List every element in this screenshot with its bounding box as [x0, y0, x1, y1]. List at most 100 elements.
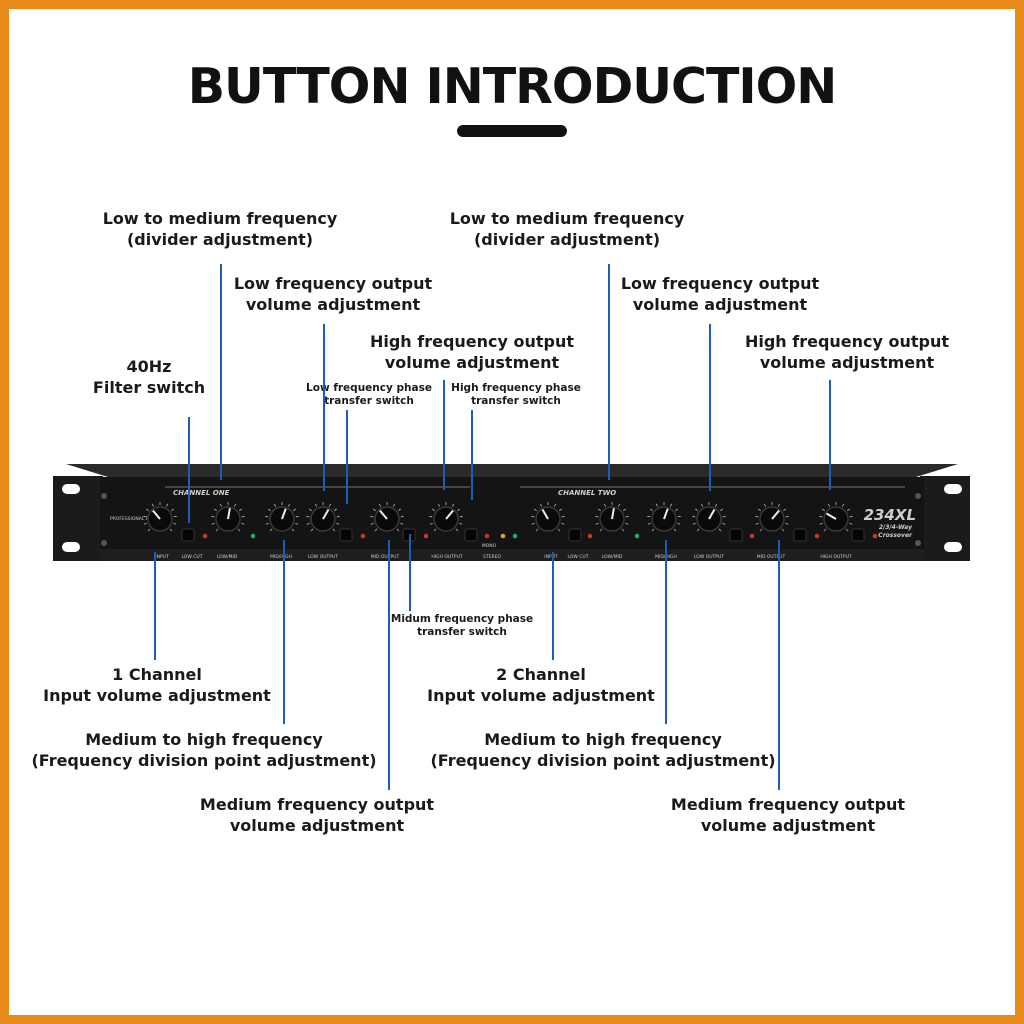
pointer-ch2-mid-output	[778, 540, 780, 790]
knob-tick	[819, 522, 823, 525]
knob-tick	[718, 528, 722, 532]
knob-tick	[535, 528, 539, 532]
knob-pointer	[281, 508, 287, 520]
knob-tick	[173, 522, 177, 525]
push-button[interactable]	[568, 528, 582, 542]
screw	[915, 493, 921, 499]
mono-label: MONO	[482, 543, 497, 549]
model-label: 234XL	[864, 506, 916, 524]
knob-tick	[655, 503, 659, 507]
rotary-knob[interactable]	[370, 502, 404, 532]
panel-control-label: MID OUTPUT	[757, 554, 786, 560]
panel-control-label: HIGH OUTPUT	[431, 554, 463, 560]
rotary-knob[interactable]	[692, 502, 726, 532]
knob-tick	[847, 508, 850, 512]
knob-pointer	[322, 508, 330, 520]
knob-tick	[599, 528, 603, 532]
status-led	[872, 533, 878, 539]
status-led	[202, 533, 208, 539]
push-button[interactable]	[851, 528, 865, 542]
callout-line-2: volume adjustment	[632, 295, 808, 314]
callout-line-2: (divider adjustment)	[473, 230, 661, 249]
knob-tick	[561, 522, 565, 525]
knob-tick	[398, 508, 401, 512]
rotary-knob[interactable]	[265, 502, 299, 532]
knob-tick	[378, 503, 382, 507]
knob-tick	[143, 522, 147, 525]
panel-control-label: LOW OUTPUT	[694, 554, 724, 560]
knob-tick	[621, 528, 625, 532]
pointer-ch2-high-output	[829, 380, 831, 490]
callout-line-2: transfer switch	[417, 626, 507, 638]
knob-tick	[211, 522, 215, 525]
push-button[interactable]	[181, 528, 195, 542]
callout-line-2: (Frequency division point adjustment)	[430, 751, 776, 770]
callout-line-1: Medium to high frequency	[85, 730, 323, 749]
rotary-knob[interactable]	[429, 502, 463, 532]
panel-control-label: LOW/MID	[217, 554, 238, 560]
knob-tick	[603, 503, 607, 507]
knob-pointer	[825, 512, 837, 520]
callout-filter-switch: 40Hz Filter switch	[93, 356, 205, 398]
status-led	[484, 533, 490, 539]
panel-control-label: STEREO	[483, 554, 501, 560]
pointer-high-phase	[471, 410, 473, 500]
rack-hole	[944, 484, 962, 494]
knob-tick	[146, 508, 149, 512]
knob-tick	[625, 522, 629, 525]
callout-ch1-low-output: Low frequency output volume adjustment	[234, 273, 432, 315]
label-strip	[100, 549, 924, 561]
knob-tick	[273, 503, 277, 507]
callout-line-1: Low to medium frequency	[449, 209, 685, 228]
pointer-ch2-input	[552, 552, 554, 660]
rotary-knob[interactable]	[595, 502, 629, 532]
rotary-knob[interactable]	[755, 502, 789, 532]
callout-line-2: (divider adjustment)	[126, 230, 314, 249]
knob-tick	[373, 508, 376, 512]
callout-low-phase: Low frequency phase transfer switch	[306, 382, 432, 408]
title-underline	[457, 125, 567, 137]
rack-hole	[62, 484, 80, 494]
knob-tick	[295, 522, 299, 525]
knob-pointer	[663, 508, 669, 520]
knob-tick	[433, 528, 437, 532]
rotary-knob[interactable]	[306, 502, 340, 532]
knob-tick	[677, 522, 681, 525]
knob-tick	[219, 503, 223, 507]
callout-line-1: High frequency output	[744, 332, 950, 351]
rotary-knob[interactable]	[211, 502, 245, 532]
status-led	[512, 533, 518, 539]
push-button[interactable]	[339, 528, 353, 542]
knob-tick	[849, 522, 853, 525]
push-button[interactable]	[793, 528, 807, 542]
knob-tick	[328, 503, 332, 507]
knob-pointer	[771, 509, 780, 520]
knob-tick	[650, 508, 653, 512]
rotary-knob[interactable]	[819, 502, 853, 532]
knob-tick	[823, 528, 827, 532]
callout-ch2-input: 2 Channel Input volume adjustment	[427, 664, 655, 706]
rotary-knob[interactable]	[647, 502, 681, 532]
knob-tick	[777, 503, 781, 507]
knob-tick	[269, 528, 273, 532]
callout-line-2: volume adjustment	[700, 816, 876, 835]
knob-tick	[237, 528, 241, 532]
push-button[interactable]	[464, 528, 478, 542]
knob-tick	[429, 522, 433, 525]
status-led	[423, 533, 429, 539]
callout-line-1: High frequency output	[369, 332, 575, 351]
screw	[101, 540, 107, 546]
callout-line-2: volume adjustment	[229, 816, 405, 835]
knob-tick	[334, 508, 337, 512]
knob-tick	[151, 503, 155, 507]
rotary-knob[interactable]	[143, 502, 177, 532]
pointer-ch2-mid-high	[665, 540, 667, 724]
rotary-knob[interactable]	[531, 502, 565, 532]
pointer-ch1-mid-output	[388, 540, 390, 790]
push-button[interactable]	[729, 528, 743, 542]
knob-tick	[309, 508, 312, 512]
callout-line-1: Medium frequency output	[199, 795, 435, 814]
panel-control-label: LOW CUT	[182, 554, 203, 560]
callout-line-1: High frequency phase	[451, 382, 581, 394]
status-led	[500, 533, 506, 539]
